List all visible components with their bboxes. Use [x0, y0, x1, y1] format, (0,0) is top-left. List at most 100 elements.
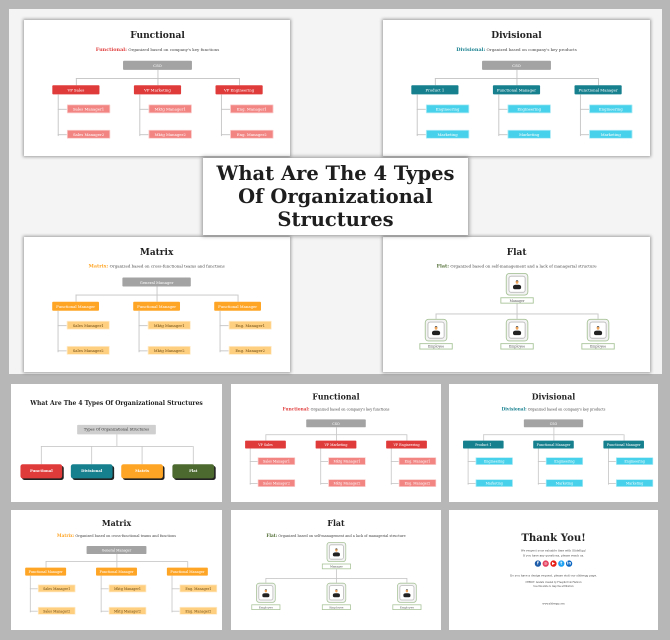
- slide-overview: What Are The 4 Types Of Organizational S…: [11, 384, 222, 502]
- slide-title: Divisional: [491, 30, 542, 41]
- slide-title: Flat: [327, 519, 345, 529]
- connector: [608, 448, 609, 485]
- linkedin-icon[interactable]: in: [565, 560, 573, 567]
- child-node: Sales Manager1: [257, 457, 296, 466]
- root-node: CSO: [306, 419, 366, 428]
- connector: [138, 134, 148, 135]
- person-icon: [427, 322, 445, 339]
- person-head: [264, 588, 268, 593]
- connector: [220, 108, 230, 110]
- avatar-frame: [397, 582, 417, 603]
- child-node: Sales Manager1: [37, 584, 76, 593]
- connector: [435, 313, 437, 319]
- subtitle-description: Organized based on self-management and a…: [278, 534, 406, 539]
- employee-label: Employee: [251, 604, 281, 610]
- branch-node: Functional Manager: [96, 567, 137, 576]
- connector: [171, 575, 173, 613]
- employee-label: Employee: [392, 604, 422, 610]
- child-node: Mktg Manager2: [328, 479, 366, 488]
- avatar-frame: [586, 318, 610, 342]
- child-node: Sales Manager2: [66, 129, 110, 139]
- connector: [45, 561, 47, 568]
- slide-overview-thumbnail[interactable]: What Are The 4 Types Of Organizational S…: [11, 384, 222, 502]
- avatar-frame: [505, 273, 529, 296]
- avatar-frame: [326, 582, 347, 603]
- person-head: [515, 279, 519, 284]
- child-node: Marketing: [507, 129, 551, 139]
- child-node: Eng. Manager2: [179, 606, 218, 615]
- child-node: Eng. Manager1: [398, 457, 437, 466]
- connector: [75, 78, 77, 86]
- design-request-text: Do you have a design request, please vis…: [509, 574, 598, 578]
- child-node: Engineering: [425, 104, 470, 114]
- person-icon: [399, 585, 415, 601]
- branch-node: Functional Manager: [25, 567, 67, 576]
- connector: [553, 434, 555, 441]
- child-node: Engineering: [507, 104, 551, 114]
- subtitle-description: Organized based on company's key product…: [486, 48, 577, 53]
- connector: [467, 448, 469, 485]
- person-body: [262, 592, 270, 597]
- slide-title: Matrix: [140, 247, 174, 258]
- connector: [434, 78, 436, 86]
- connector: [265, 434, 267, 441]
- connector: [516, 313, 518, 319]
- connector: [249, 448, 251, 485]
- branch-node: Functional Manager: [52, 301, 100, 311]
- child-node: Marketing: [475, 479, 513, 488]
- credit-line-2: Use this slide to map the attribution: [533, 584, 574, 588]
- subtitle-keyword: Divisional:: [456, 47, 486, 53]
- branch-node: Functional Manager: [133, 301, 181, 311]
- slide-thankyou-thumbnail[interactable]: Thank You!We respect your valuable time …: [449, 510, 658, 630]
- connector: [553, 427, 554, 435]
- type-node-flat: Flat: [172, 464, 215, 479]
- slide-subtitle: Functional: Organized based on company's…: [231, 408, 441, 413]
- connector: [249, 483, 258, 484]
- type-node-divisional: Divisional: [70, 464, 113, 479]
- connector: [40, 446, 193, 447]
- person-head: [434, 325, 438, 330]
- person-icon: [589, 322, 607, 339]
- connector: [116, 434, 117, 447]
- branch-node: VP Sales: [51, 85, 99, 95]
- branch-node: VP Marketing: [315, 440, 357, 449]
- connector: [138, 325, 148, 326]
- connector: [29, 610, 38, 612]
- connector: [483, 434, 484, 441]
- connector: [57, 350, 67, 352]
- employee-label: Employee: [500, 343, 534, 350]
- child-node: Marketing: [425, 129, 470, 139]
- connector: [116, 554, 117, 562]
- child-node: Marketing: [589, 129, 633, 139]
- twitter-icon[interactable]: t: [558, 560, 565, 567]
- branch-node: Functional Manager: [574, 85, 622, 95]
- connector: [483, 434, 624, 435]
- facebook-icon[interactable]: f: [534, 560, 542, 567]
- connector: [156, 294, 158, 302]
- connector: [608, 461, 616, 462]
- connector: [220, 94, 222, 137]
- instagram-icon[interactable]: ◎: [542, 560, 549, 567]
- youtube-icon[interactable]: ▶: [550, 560, 557, 567]
- connector: [171, 588, 180, 590]
- connector: [91, 446, 92, 465]
- subtitle-description: Organized based on company's key functio…: [310, 408, 390, 413]
- subtitle-keyword: Flat:: [436, 264, 449, 270]
- root-node: General Manager: [86, 546, 147, 554]
- slide-thankyou: Thank You!We respect your valuable time …: [449, 510, 658, 630]
- connector: [156, 69, 158, 79]
- connector: [467, 483, 476, 484]
- child-node: Engineering: [615, 457, 654, 466]
- branch-node: Functional Manager: [533, 440, 574, 449]
